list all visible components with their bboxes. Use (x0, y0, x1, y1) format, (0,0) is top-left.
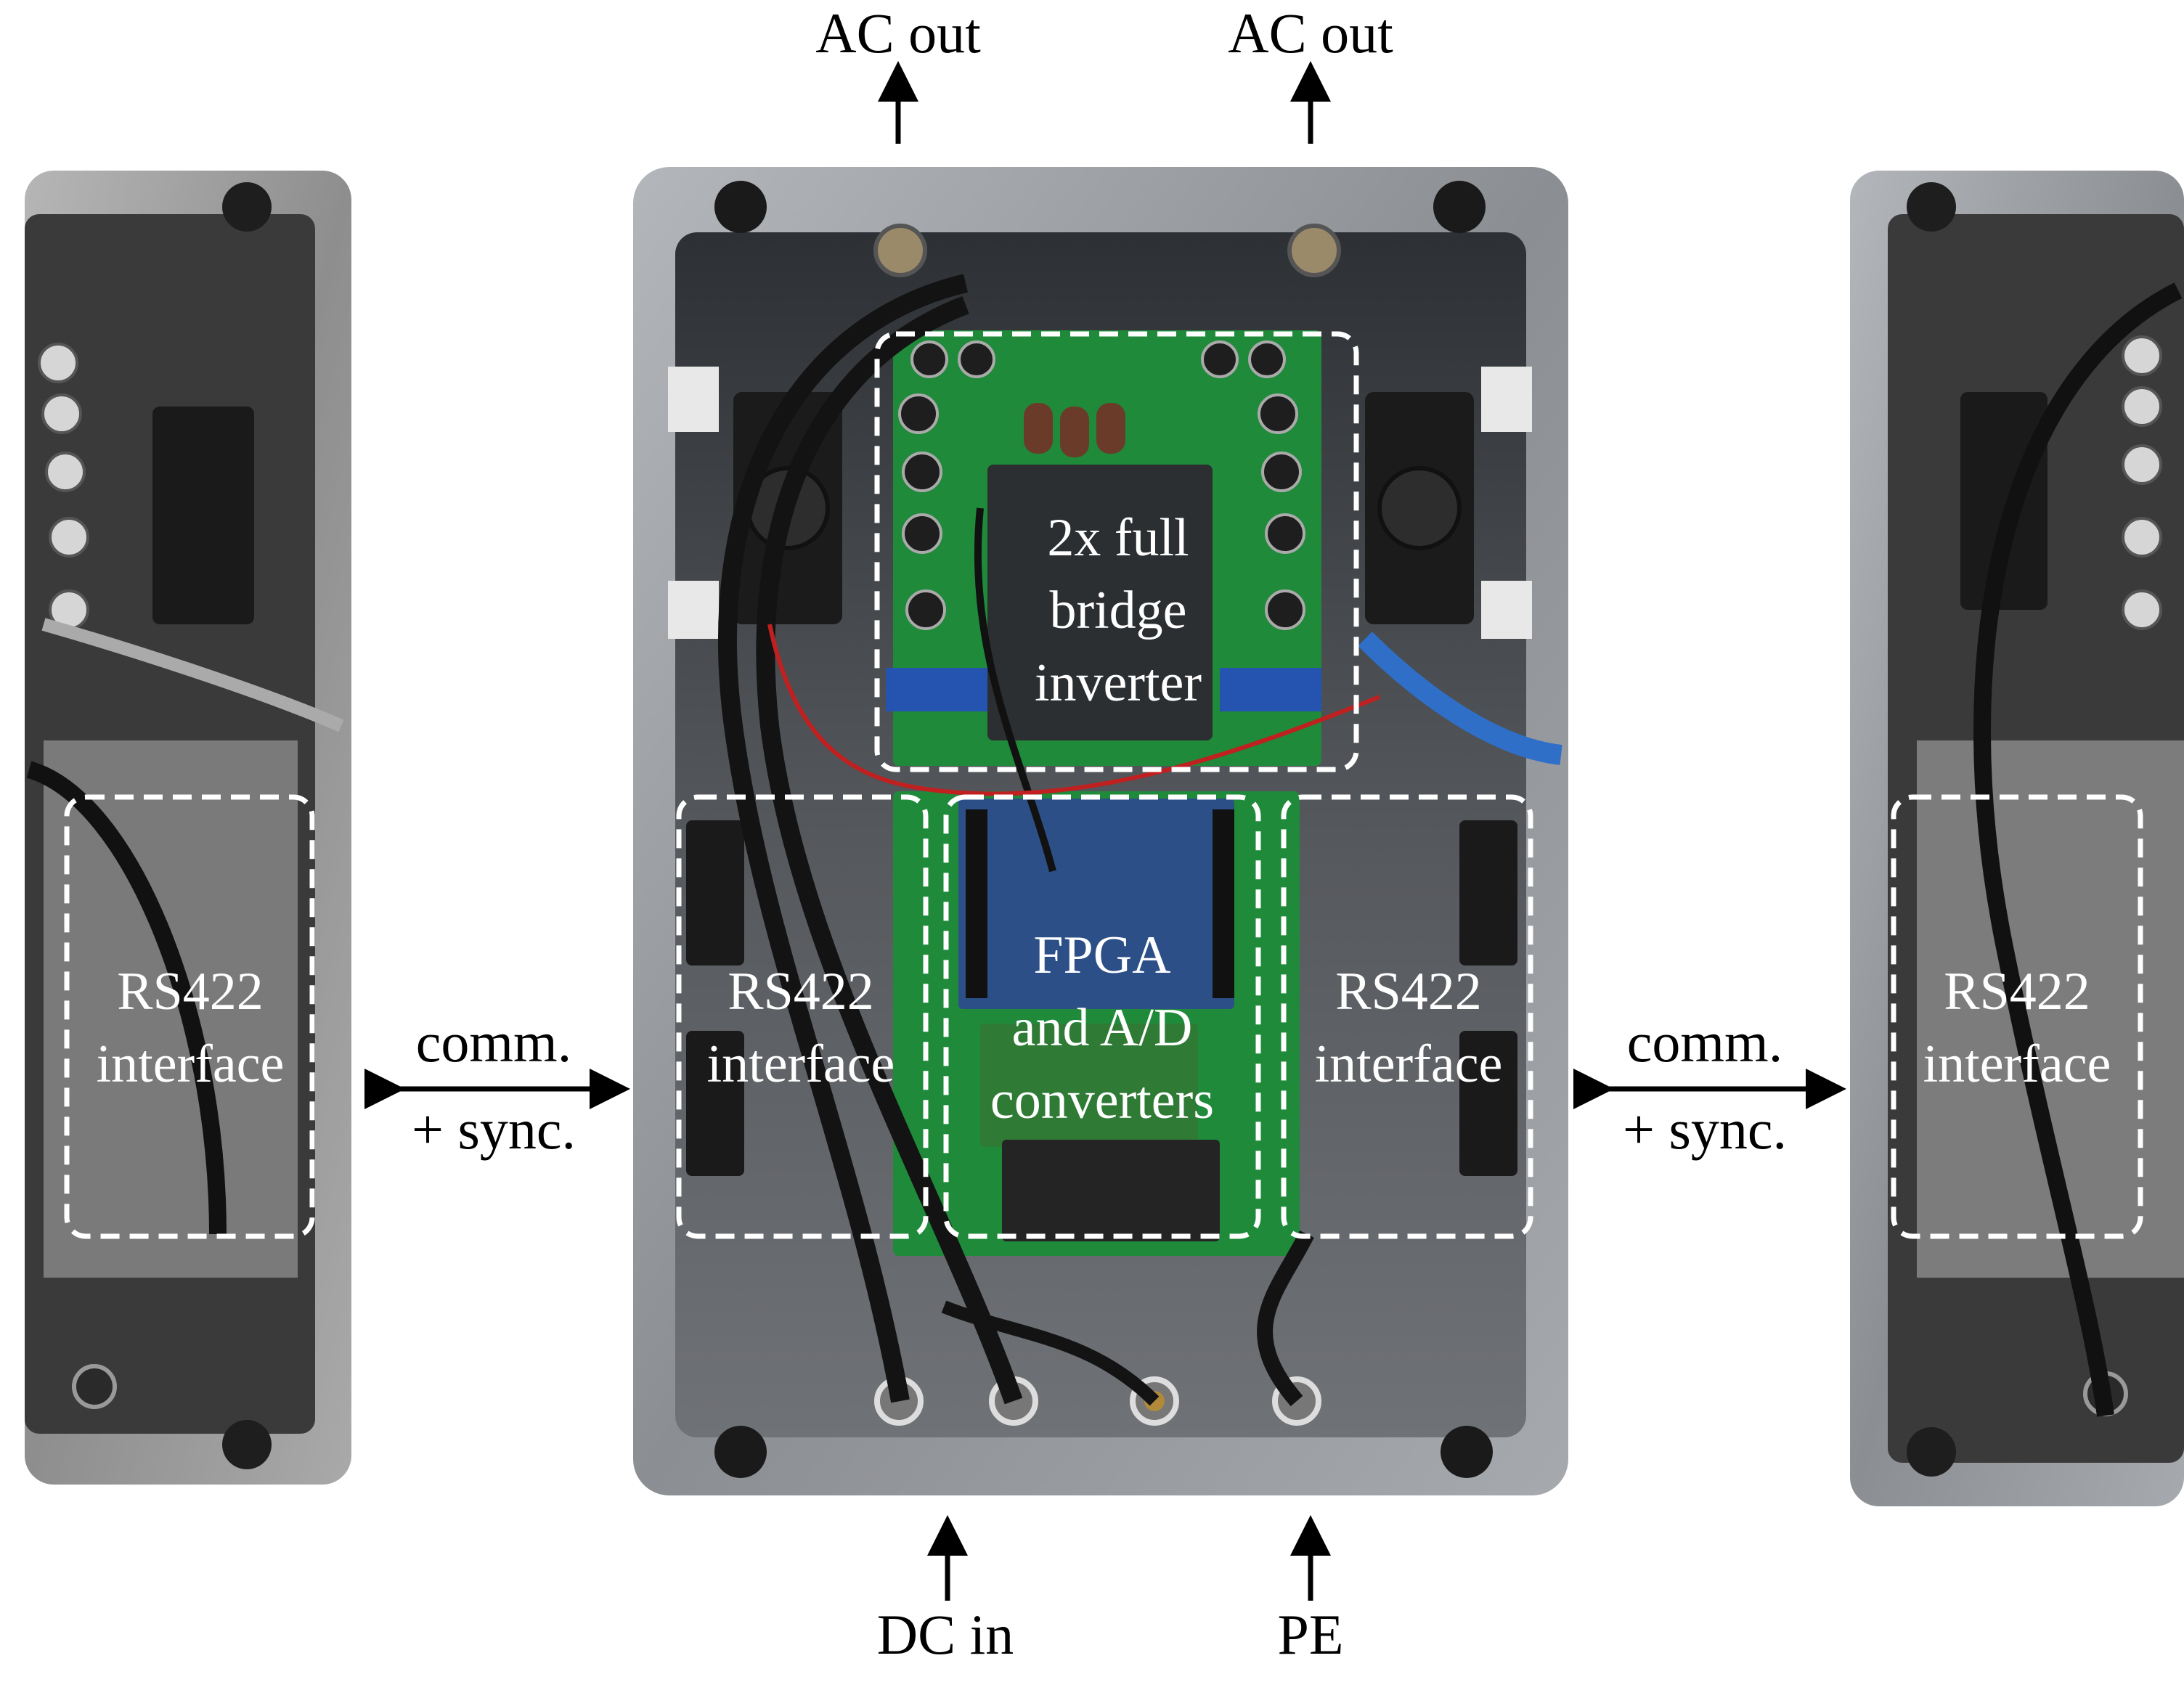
comm-right-line2: + sync. (1623, 1098, 1787, 1161)
inverter-label-line2: bridge (1049, 581, 1186, 640)
pe-label: PE (1277, 1603, 1343, 1666)
rs422-main-right-line1: RS422 (1335, 962, 1482, 1021)
rs422-box-left-unit (64, 794, 315, 1239)
rs422-box-main-left (676, 794, 929, 1239)
fpga-label-line3: converters (990, 1071, 1214, 1130)
right-enclosure (1850, 171, 2184, 1506)
rs422-right-unit-line1: RS422 (1944, 962, 2090, 1021)
rs422-main-left-line2: interface (707, 1034, 895, 1094)
comm-left-line1: comm. (416, 1011, 571, 1074)
inverter-region-box (874, 331, 1359, 772)
rs422-box-right-unit (1891, 794, 2143, 1239)
fpga-label-line2: and A/D (1012, 998, 1193, 1058)
ac-out-left-label: AC out (815, 1, 981, 65)
inverter-label-line3: inverter (1035, 653, 1202, 713)
fpga-label-line1: FPGA (1033, 926, 1170, 985)
ac-out-right-label: AC out (1228, 1, 1393, 65)
rs422-right-unit-line2: interface (1923, 1034, 2111, 1094)
dc-in-label: DC in (877, 1603, 1014, 1666)
main-enclosure (633, 167, 1568, 1495)
rs422-main-right-line2: interface (1315, 1034, 1503, 1094)
rs422-main-left-line1: RS422 (728, 962, 874, 1021)
rs422-left-unit-line2: interface (97, 1034, 285, 1094)
comm-left-line2: + sync. (412, 1098, 576, 1161)
left-enclosure (25, 171, 351, 1485)
rs422-left-unit-line1: RS422 (117, 962, 264, 1021)
fpga-region-box (943, 794, 1261, 1239)
rs422-box-main-right (1281, 794, 1533, 1239)
comm-right-line1: comm. (1627, 1011, 1782, 1074)
inverter-label-line1: 2x full (1047, 508, 1189, 568)
